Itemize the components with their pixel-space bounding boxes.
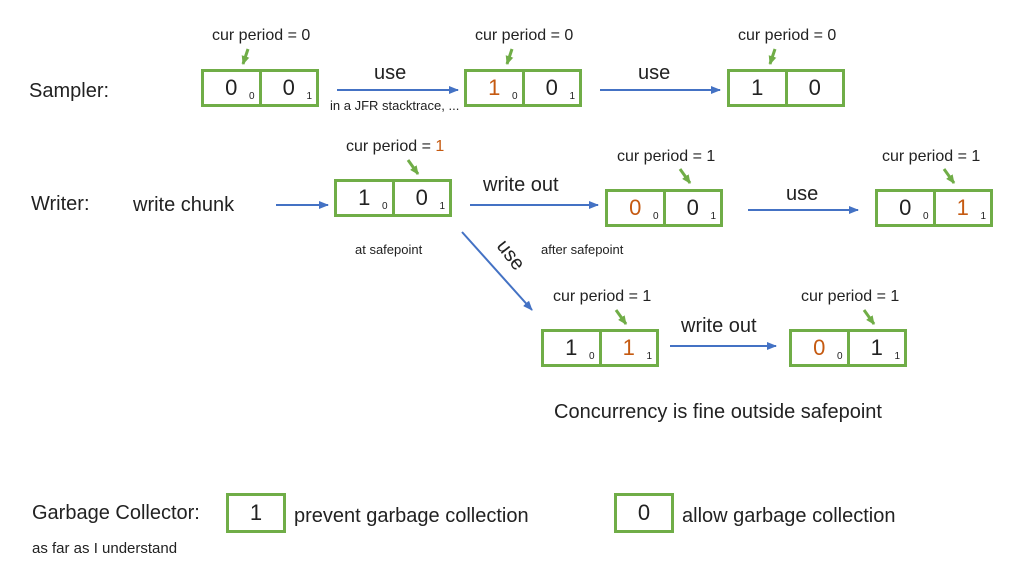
period-label-s3: cur period = 0 bbox=[738, 27, 837, 44]
period-label-w3: cur period = 1 bbox=[882, 148, 981, 165]
gc-note: as far as I understand bbox=[32, 540, 178, 557]
period-label-s2: cur period = 0 bbox=[475, 27, 574, 44]
concurrency-note: Concurrency is fine outside safepoint bbox=[554, 401, 882, 423]
period-label-w2: cur period = 1 bbox=[617, 148, 716, 165]
pointer-b2 bbox=[862, 309, 876, 325]
cell-index: 0 bbox=[248, 91, 255, 102]
period-label-b2: cur period = 1 bbox=[801, 288, 900, 305]
gc-prevent-box: 1 bbox=[226, 493, 286, 533]
cell-index: 1 bbox=[894, 351, 900, 362]
state-box-s3: 1 0 bbox=[727, 69, 845, 107]
pointer-w2 bbox=[678, 168, 692, 184]
period-label-s1: cur period = 0 bbox=[212, 27, 311, 44]
cell-value: 0 bbox=[629, 195, 642, 220]
writer-label: Writer: bbox=[31, 193, 90, 215]
cell-value: 1 bbox=[956, 195, 969, 220]
cell-value: 0 bbox=[686, 195, 699, 220]
gc-allow-value: 0 bbox=[637, 500, 651, 525]
cell-value: 0 bbox=[282, 75, 295, 100]
cell-value: 1 bbox=[751, 75, 764, 100]
period-prefix: cur period = bbox=[346, 138, 436, 155]
cell-value: 1 bbox=[870, 335, 883, 360]
cell-value: 0 bbox=[545, 75, 558, 100]
write-out-label-1: write out bbox=[483, 174, 559, 196]
at-safepoint-label: at safepoint bbox=[355, 242, 423, 257]
gc-allow-label: allow garbage collection bbox=[682, 505, 896, 527]
cell-index: 0 bbox=[381, 201, 388, 212]
pointer-s1 bbox=[241, 48, 250, 65]
cell-index: 1 bbox=[306, 91, 312, 102]
cell-index: 0 bbox=[588, 351, 595, 362]
sampler-label: Sampler: bbox=[29, 80, 110, 102]
after-safepoint-label: after safepoint bbox=[541, 242, 624, 257]
cell-value: 0 bbox=[415, 185, 428, 210]
use-label-2: use bbox=[638, 62, 671, 84]
cell-value: 0 bbox=[899, 195, 912, 220]
period-label-b1: cur period = 1 bbox=[553, 288, 652, 305]
gc-allow-box: 0 bbox=[614, 493, 674, 533]
cell-index: 1 bbox=[569, 91, 575, 102]
cell-value: 1 bbox=[622, 335, 635, 360]
gc-label: Garbage Collector: bbox=[32, 502, 200, 524]
cell-index: 1 bbox=[980, 211, 986, 222]
state-cell-1: 0 bbox=[784, 72, 843, 104]
period-label-w1: cur period = 1 bbox=[346, 138, 444, 156]
gc-prevent-value: 1 bbox=[249, 500, 263, 525]
arrow-diagonal-use bbox=[461, 231, 533, 311]
pointer-w1 bbox=[406, 159, 420, 175]
jfr-note: in a JFR stacktrace, ... bbox=[330, 98, 460, 113]
cell-index: 0 bbox=[652, 211, 659, 222]
use-label-3: use bbox=[786, 183, 819, 205]
cell-index: 1 bbox=[646, 351, 652, 362]
state-cell-0: 1 bbox=[730, 72, 785, 104]
use-label-1: use bbox=[374, 62, 407, 84]
pointer-b1 bbox=[614, 309, 628, 325]
cell-value: 0 bbox=[225, 75, 238, 100]
write-out-label-2: write out bbox=[681, 315, 757, 337]
cell-index: 0 bbox=[511, 91, 518, 102]
cell-index: 1 bbox=[710, 211, 716, 222]
cell-value: 0 bbox=[813, 335, 826, 360]
cell-value: 1 bbox=[358, 185, 371, 210]
cell-value: 0 bbox=[808, 75, 821, 100]
period-value: 1 bbox=[435, 138, 445, 155]
cell-index: 0 bbox=[922, 211, 929, 222]
pointer-s3 bbox=[768, 48, 777, 65]
cell-value: 1 bbox=[488, 75, 501, 100]
cell-index: 0 bbox=[836, 351, 843, 362]
pointer-w3 bbox=[942, 168, 956, 184]
cell-value: 1 bbox=[565, 335, 578, 360]
gc-prevent-label: prevent garbage collection bbox=[294, 505, 529, 527]
cell-index: 1 bbox=[439, 201, 445, 212]
pointer-s2 bbox=[505, 48, 514, 65]
write-chunk-label: write chunk bbox=[133, 194, 235, 216]
